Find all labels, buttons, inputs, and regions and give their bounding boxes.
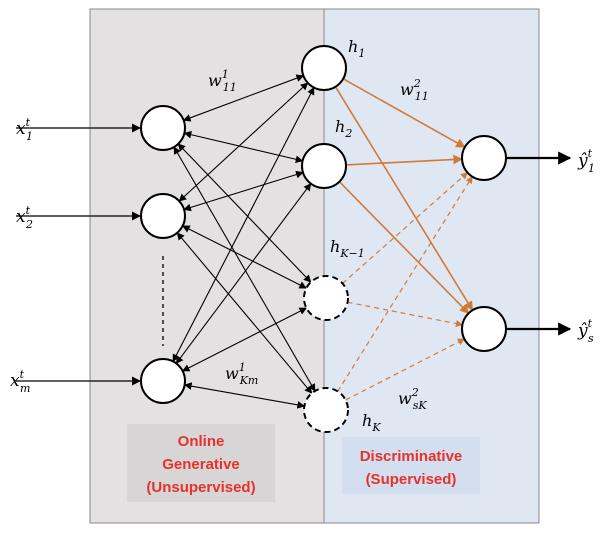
edge-hidden-3-output-2 <box>347 301 464 328</box>
edge-hidden-2-output-1 <box>345 154 463 166</box>
edge-hidden-1-output-2 <box>334 86 474 312</box>
edge-hidden-4-output-1 <box>337 175 473 392</box>
hidden-node-1 <box>301 45 347 91</box>
discriminative-connections <box>334 78 474 401</box>
output-node-1 <box>461 135 507 181</box>
edge-input-3-hidden-4 <box>183 382 306 409</box>
discriminative-label-box <box>342 437 480 494</box>
generative-label-line-2: Generative <box>162 456 240 473</box>
edge-hidden-1-output-1 <box>342 78 466 148</box>
hidden-node-k-minus-1 <box>303 275 349 321</box>
hidden-node-k <box>303 387 349 433</box>
discriminative-label-line-1: Discriminative <box>360 448 463 465</box>
input-node-1 <box>140 105 186 151</box>
generative-label-box <box>127 424 275 502</box>
edge-hidden-2-output-2 <box>338 181 470 314</box>
hidden-label-1: h1 <box>348 37 365 60</box>
generative-label-line-1: Online <box>178 433 225 450</box>
input-node-m <box>140 358 186 404</box>
edge-input-3-hidden-3 <box>181 307 308 372</box>
edge-hidden-4-output-2 <box>345 338 466 401</box>
hidden-label-k: hK <box>362 411 381 434</box>
hidden-label-k-minus-1: hK−1 <box>330 237 365 260</box>
generative-label-line-3: (Unsupervised) <box>146 479 255 496</box>
hidden-node-2 <box>301 143 347 189</box>
discriminative-label-line-2: (Supervised) <box>366 471 457 488</box>
input-node-2 <box>140 193 186 239</box>
hidden-label-2: h2 <box>335 117 352 140</box>
generative-connections <box>172 74 316 409</box>
edge-hidden-3-output-1 <box>342 172 469 284</box>
output-node-s <box>461 306 507 352</box>
